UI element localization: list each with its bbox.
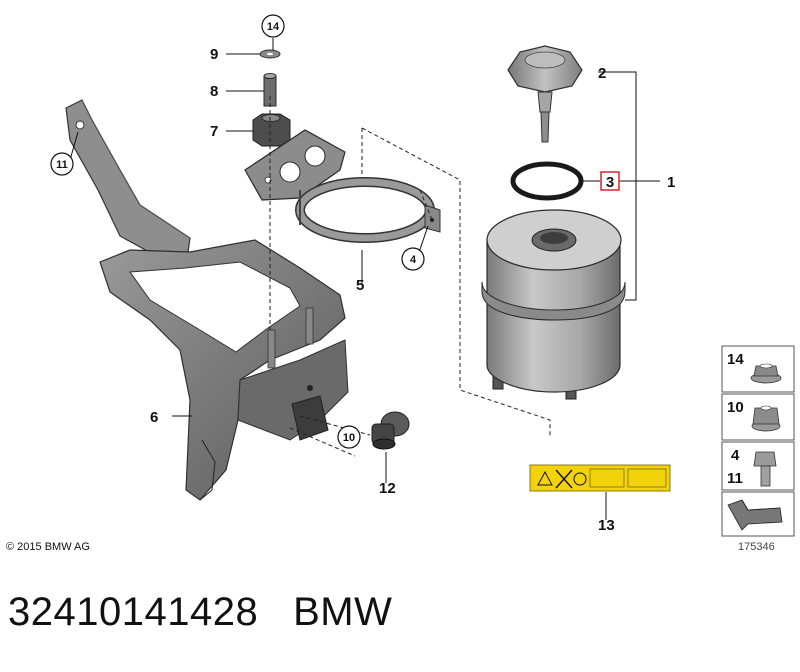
flange-nut-icon: [750, 363, 782, 384]
reservoir-cap-part: [507, 45, 583, 143]
legend-label-4: 4: [731, 447, 740, 464]
spacer-sleeve-part: [263, 73, 277, 107]
callout-14: 14: [267, 21, 280, 33]
image-number: 175346: [738, 541, 775, 553]
part-number: 32410141428: [8, 590, 259, 634]
callout-8: 8: [210, 83, 218, 100]
callout-4: 4: [410, 254, 417, 266]
callout-2: 2: [598, 65, 606, 82]
callout-5: 5: [356, 277, 364, 294]
legend-label-11: 11: [727, 470, 743, 487]
callout-9: 9: [210, 46, 218, 63]
callout-7: 7: [210, 123, 218, 140]
rubber-buffer-part: [371, 411, 410, 450]
washer-part: [259, 49, 281, 59]
clamp-band-part: [295, 177, 441, 243]
hex-bolt-icon: [753, 451, 777, 487]
callout-11: 11: [56, 159, 68, 171]
callout-10: 10: [343, 432, 355, 444]
callout-6: 6: [150, 409, 158, 426]
callout-12: 12: [379, 480, 396, 497]
callout-3-highlight: [600, 171, 620, 191]
callout-13: 13: [598, 517, 615, 534]
bracket-arm-part: [65, 99, 191, 259]
alignment-lines: [269, 96, 551, 457]
callouts: 14 9 8 7 11 4 5 6 10 12 2 3 1 13: [50, 14, 675, 534]
hardware-legend: 14 10 4 11: [721, 345, 795, 537]
brand-name: BMW: [293, 590, 393, 634]
seal-ring-part: [510, 161, 584, 201]
callout-3: 3: [606, 174, 614, 191]
oil-reservoir-part: [481, 209, 626, 400]
part-caption: 32410141428 BMW: [8, 590, 392, 635]
legend-label-10: 10: [727, 399, 744, 416]
rubber-mount-part: [252, 113, 291, 147]
callout-1: 1: [667, 174, 675, 191]
warning-label-part: [529, 464, 671, 492]
main-bracket-part: [99, 239, 349, 501]
legend-label-14: 14: [727, 351, 744, 368]
hex-nut-icon: [751, 405, 781, 432]
direction-arrow-icon: [727, 499, 783, 531]
copyright-notice: © 2015 BMW AG: [6, 541, 90, 553]
